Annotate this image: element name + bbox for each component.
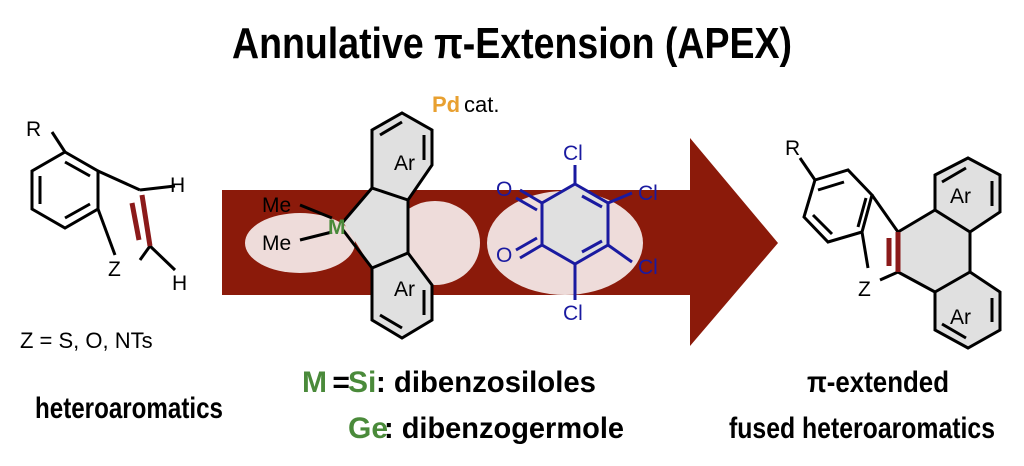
metallole-ar2-label: Ar xyxy=(394,278,415,301)
caption-si: Si xyxy=(348,366,376,399)
catalyst-metal: Pd xyxy=(432,92,460,117)
catalyst-suffix: cat. xyxy=(464,92,499,117)
chloranil-o2: O xyxy=(496,244,512,267)
metallole-structure xyxy=(299,111,434,340)
product-label-line1: π-extended xyxy=(807,366,949,399)
caption-eq: = xyxy=(324,366,358,399)
substrate-highlight-bond xyxy=(129,194,153,247)
chloranil-o1: O xyxy=(496,178,512,201)
caption-si-desc: : dibenzosiloles xyxy=(376,366,596,399)
scheme-title: Annulative π-Extension (APEX) xyxy=(232,19,792,68)
reaction-arrow xyxy=(222,138,778,346)
chloranil-structure xyxy=(515,165,633,300)
chloranil-cl-right1: Cl xyxy=(638,182,658,205)
product-label-line2: fused heteroaromatics xyxy=(729,412,995,445)
chloranil-cl-bottom: Cl xyxy=(563,302,583,325)
substrate-label: heteroaromatics xyxy=(35,392,223,425)
chloranil-cl-right2: Cl xyxy=(638,256,658,279)
caption-m: M xyxy=(302,366,327,399)
substrate-z-options: Z = S, O, NTs xyxy=(20,328,153,353)
product-z-label: Z xyxy=(858,278,871,301)
product-r-label: R xyxy=(785,137,800,160)
product-structure xyxy=(798,156,1002,350)
substrate-z-label: Z xyxy=(108,258,121,281)
substrate-h2-label: H xyxy=(172,272,187,295)
substrate-h1-label: H xyxy=(170,174,185,197)
substrate-r-label: R xyxy=(26,118,41,141)
metallole-me2-label: Me xyxy=(262,232,291,255)
caption-ge-desc: : dibenzogermole xyxy=(384,412,624,445)
caption-ge: Ge xyxy=(348,412,388,445)
chloranil-cl-top: Cl xyxy=(563,142,583,165)
product-ar2-label: Ar xyxy=(950,306,971,329)
metallole-me1-label: Me xyxy=(262,194,291,217)
metallole-ar1-label: Ar xyxy=(394,152,415,175)
product-ar1-label: Ar xyxy=(950,185,971,208)
metallole-metal-label: M xyxy=(328,216,346,239)
substrate-structure xyxy=(30,131,177,272)
